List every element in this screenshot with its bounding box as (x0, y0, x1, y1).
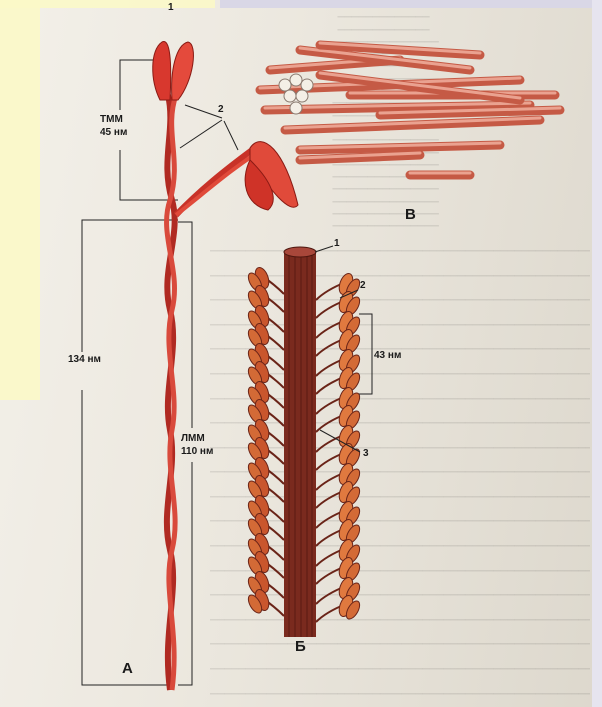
callout-3-filament: 3 (363, 448, 369, 459)
callout-1-top: 1 (168, 2, 174, 13)
callout-2-top: 2 (218, 104, 224, 115)
filament-cross-section (296, 90, 308, 102)
tmm-length: 45 нм (100, 127, 127, 138)
thick-filament (284, 247, 316, 637)
myosin-heads-side (176, 142, 298, 215)
filament-cross-section (301, 79, 313, 91)
myosin-head (316, 348, 362, 376)
myosin-tail (167, 95, 176, 690)
dimension-brackets (82, 60, 238, 685)
lmm-length: 110 нм (181, 446, 213, 457)
myosin-heads-top (153, 42, 194, 100)
myosin-head (316, 310, 362, 338)
tmm-label: ТММ (100, 114, 123, 125)
filament-cross-section (290, 74, 302, 86)
filament-cross-section (284, 90, 296, 102)
panel-label-v: В (405, 206, 416, 223)
myosin-head (316, 272, 362, 300)
callout-2-filament: 2 (360, 280, 366, 291)
filament-cross-section (279, 79, 291, 91)
filament-cross-section (290, 102, 302, 114)
panel-label-b: Б (295, 638, 306, 655)
total-length: 134 нм (68, 354, 101, 365)
myosin-head (316, 538, 362, 566)
filament-bundle (260, 43, 560, 175)
panel-label-a: А (122, 660, 133, 677)
myosin-head (316, 462, 362, 490)
myosin-head (316, 386, 362, 414)
callout-1-filament: 1 (334, 238, 340, 249)
lmm-label: ЛММ (181, 433, 205, 444)
spacing-length: 43 нм (374, 350, 401, 361)
myosin-head (316, 500, 362, 528)
myosin-head (316, 424, 362, 452)
myosin-head (316, 576, 362, 604)
